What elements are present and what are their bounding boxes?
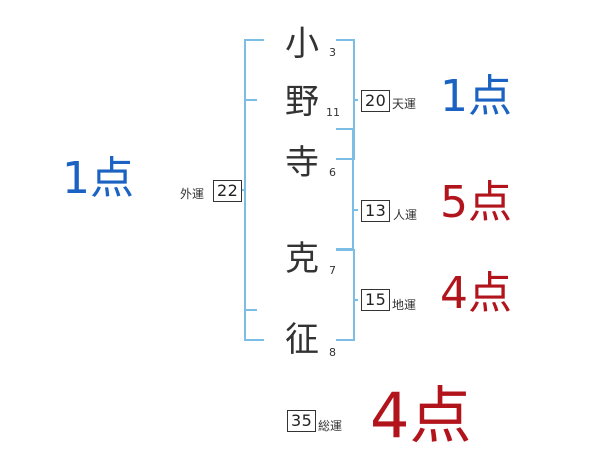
chiun-value-box: 15	[361, 289, 391, 311]
stroke-count-4: 7	[329, 264, 336, 277]
gaiun-bracket	[244, 39, 264, 341]
chiun-bracket	[336, 249, 355, 341]
jinun-bracket	[336, 128, 354, 250]
stroke-count-5: 8	[329, 346, 336, 359]
stroke-count-3: 6	[329, 166, 336, 179]
stroke-count-2: 11	[326, 106, 340, 119]
name-char-2: 野	[285, 82, 319, 122]
souun-label: 総運	[318, 419, 343, 433]
gaiun-score: 1点	[62, 153, 134, 204]
jinun-label: 人運	[393, 208, 418, 222]
tenun-score: 1点	[440, 71, 512, 122]
name-char-4: 克	[285, 239, 319, 279]
souun-score: 4点	[370, 379, 472, 452]
stroke-count-1: 3	[329, 46, 336, 59]
jinun-score: 5点	[440, 177, 512, 228]
tenun-label: 天運	[392, 97, 417, 111]
souun-value-box: 35	[287, 410, 317, 432]
chiun-label: 地運	[392, 298, 417, 312]
chiun-score: 4点	[440, 268, 512, 319]
gaiun-label: 外運	[180, 187, 205, 201]
tenun-bracket	[336, 39, 355, 160]
name-char-1: 小	[285, 24, 319, 64]
gaiun-value-box: 22	[213, 180, 243, 202]
tenun-value-box: 20	[361, 90, 391, 112]
jinun-value-box: 13	[361, 200, 391, 222]
name-char-3: 寺	[285, 143, 319, 183]
name-char-5: 征	[285, 320, 319, 360]
